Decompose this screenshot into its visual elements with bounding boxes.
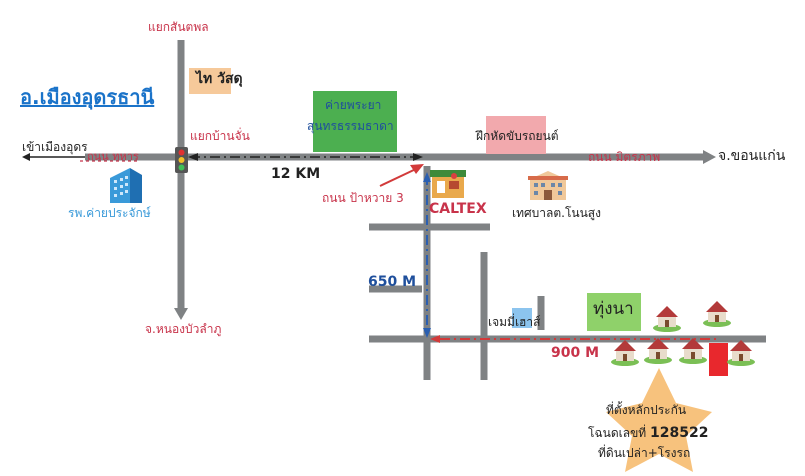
- label-municipality: เทศบาลต.โนนสูง: [512, 206, 601, 220]
- pa-wai-pointer: [379, 167, 419, 187]
- label-yaek-san-tapol: แยกสันตพล: [148, 20, 209, 34]
- label-driving-school: ฝึกหัดขับรถยนต์: [476, 129, 559, 143]
- location-star: [606, 368, 712, 472]
- route-650m-top-head: [423, 172, 431, 182]
- arrow-khon-kaen: [703, 150, 716, 164]
- star-line3: ที่ดินเปล่า+โรงรถ: [598, 446, 691, 460]
- label-thanon-thahan: ถนน ทหาร: [87, 150, 139, 163]
- label-yaek-ban-chan: แยกบ้านจั่น: [190, 129, 250, 143]
- pa-wai-pointer-head: [410, 164, 424, 174]
- district-title: อ.เมืองอุดรธานี: [20, 85, 155, 109]
- thai-watsadu-box: [189, 68, 231, 94]
- route-12km-left-head: [188, 153, 198, 161]
- driving-school-box: [486, 116, 546, 154]
- label-thung-na: ทุ่งนา: [593, 299, 634, 319]
- star-deed-number: 128522: [650, 425, 709, 441]
- label-thai-watsadu: ไท วัสดุ: [196, 71, 243, 87]
- farmhouse-icon: [653, 306, 681, 332]
- label-900m: 900 M: [551, 345, 600, 361]
- farmhouse-icon: [703, 301, 731, 327]
- arrow-city-head: [22, 153, 30, 161]
- route-650m-bottom-head: [423, 328, 431, 338]
- label-khon-kaen: จ.ขอนแก่น: [718, 148, 786, 164]
- label-12km: 12 KM: [271, 166, 321, 182]
- farmhouse-icon: [679, 338, 707, 364]
- farmhouse-icon: [611, 340, 639, 366]
- route-12km-right-head: [413, 153, 423, 161]
- farmhouse-icon: [644, 338, 672, 364]
- hospital-building-icon: [110, 168, 142, 203]
- label-khao-muang-udon: เข้าเมืองอุดร: [22, 140, 88, 154]
- arrow-nong-bua: [174, 308, 188, 320]
- camp-box: [313, 91, 397, 152]
- star-line1: ที่ตั้งหลักประกัน: [606, 403, 687, 417]
- farmhouse-icon: [727, 340, 755, 366]
- label-jemmy-house: เจมมี่เฮาส์: [488, 315, 541, 329]
- municipality-building-icon: [528, 171, 568, 200]
- star-deed-label: โฉนดเลขที่: [588, 426, 647, 440]
- label-thanon-pa-wai: ถนน ป้าหวาย 3: [322, 191, 404, 205]
- label-thanon-mittraphap: ถนน มิตรภาพ: [588, 150, 661, 164]
- caltex-station-icon: [430, 170, 466, 198]
- label-camp-line2: สุนทรธรรมธาดา: [307, 119, 394, 133]
- thung-na-box: [587, 293, 641, 331]
- label-camp-line1: ค่ายพระยา: [325, 98, 382, 112]
- label-nong-bua-lamphu: จ.หนองบัวลำภู: [145, 322, 222, 336]
- star-line2: โฉนดเลขที่ 128522: [588, 426, 708, 440]
- location-marker-icon: [709, 343, 728, 376]
- label-650m: 650 M: [368, 274, 417, 290]
- label-hospital: รพ.ค่ายประจักษ์: [68, 206, 151, 220]
- traffic-light-icon: [175, 147, 188, 173]
- route-900m-head: [430, 335, 440, 343]
- label-caltex: CALTEX: [429, 201, 487, 217]
- jemmy-house-box: [512, 308, 532, 328]
